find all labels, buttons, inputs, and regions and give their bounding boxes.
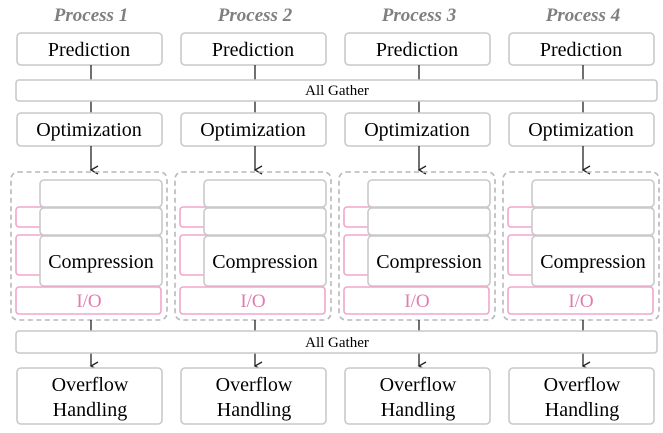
prediction-label-2: Prediction	[212, 39, 294, 61]
stack-layer	[39, 179, 163, 208]
prediction-box-2	[180, 32, 327, 66]
compression-label-3: Compression	[376, 251, 482, 273]
overflow-label-line1-1: Overflow	[52, 374, 129, 396]
overflow-label-line2-3: Handling	[381, 399, 455, 421]
compression-box-4	[531, 235, 655, 287]
optimization-label-1: Optimization	[36, 119, 142, 141]
process-column-1: Process 1 Prediction Optimization Compre…	[10, 5, 168, 425]
optimization-box-2	[180, 112, 327, 147]
io-box-2	[179, 286, 326, 315]
all-gather-bar-2	[15, 330, 658, 354]
process-header-4: Process 4	[545, 5, 620, 26]
io-box-3	[343, 286, 490, 315]
compression-label-2: Compression	[212, 251, 318, 273]
all-gather-label-1: All Gather	[305, 83, 369, 99]
stack-layer	[367, 179, 491, 208]
compression-label-1: Compression	[48, 251, 154, 273]
prediction-label-3: Prediction	[376, 39, 458, 61]
overflow-box-4	[508, 367, 655, 425]
optimization-label-3: Optimization	[364, 119, 470, 141]
compression-label-4: Compression	[540, 251, 646, 273]
all-gather-label-2: All Gather	[305, 335, 369, 351]
optimization-label-2: Optimization	[200, 119, 306, 141]
compression-group-4	[502, 171, 660, 321]
compression-box-2	[203, 235, 327, 287]
process-column-2: Process 2 Prediction Optimization Compre…	[174, 5, 332, 425]
io-box-4	[507, 286, 654, 315]
stack-layer	[531, 207, 655, 236]
io-box-1	[15, 286, 162, 315]
overflow-label-line1-3: Overflow	[380, 374, 457, 396]
prediction-label-1: Prediction	[48, 39, 130, 61]
io-label-3: I/O	[404, 291, 429, 312]
compression-group-1	[10, 171, 168, 321]
optimization-box-3	[344, 112, 491, 147]
stack-layer	[367, 207, 491, 236]
overflow-label-line2-1: Handling	[53, 399, 127, 421]
overflow-box-1	[16, 367, 163, 425]
prediction-box-3	[344, 32, 491, 66]
all-gather-bar-1	[15, 79, 658, 102]
io-label-2: I/O	[240, 291, 265, 312]
stack-layer	[203, 179, 327, 208]
overflow-label-line1-4: Overflow	[544, 374, 621, 396]
process-header-2: Process 2	[217, 5, 293, 26]
compression-group-3	[338, 171, 496, 321]
overflow-box-3	[344, 367, 491, 425]
process-header-1: Process 1	[53, 5, 128, 26]
io-label-1: I/O	[76, 291, 101, 312]
optimization-box-4	[508, 112, 655, 147]
overflow-label-line1-2: Overflow	[216, 374, 293, 396]
compression-box-1	[39, 235, 163, 287]
process-header-3: Process 3	[381, 5, 456, 26]
compression-box-3	[367, 235, 491, 287]
prediction-box-1	[16, 32, 163, 66]
overflow-box-2	[180, 367, 327, 425]
process-column-4: Process 4 Prediction Optimization Compre…	[502, 5, 660, 425]
compression-group-2	[174, 171, 332, 321]
stack-layer	[531, 179, 655, 208]
process-column-3: Process 3 Prediction Optimization Compre…	[338, 5, 496, 425]
io-label-4: I/O	[568, 291, 593, 312]
prediction-label-4: Prediction	[540, 39, 622, 61]
stack-layer	[39, 207, 163, 236]
overflow-label-line2-4: Handling	[545, 399, 619, 421]
prediction-box-4	[508, 32, 655, 66]
optimization-box-1	[16, 112, 163, 147]
optimization-label-4: Optimization	[528, 119, 634, 141]
stack-layer	[203, 207, 327, 236]
overflow-label-line2-2: Handling	[217, 399, 291, 421]
